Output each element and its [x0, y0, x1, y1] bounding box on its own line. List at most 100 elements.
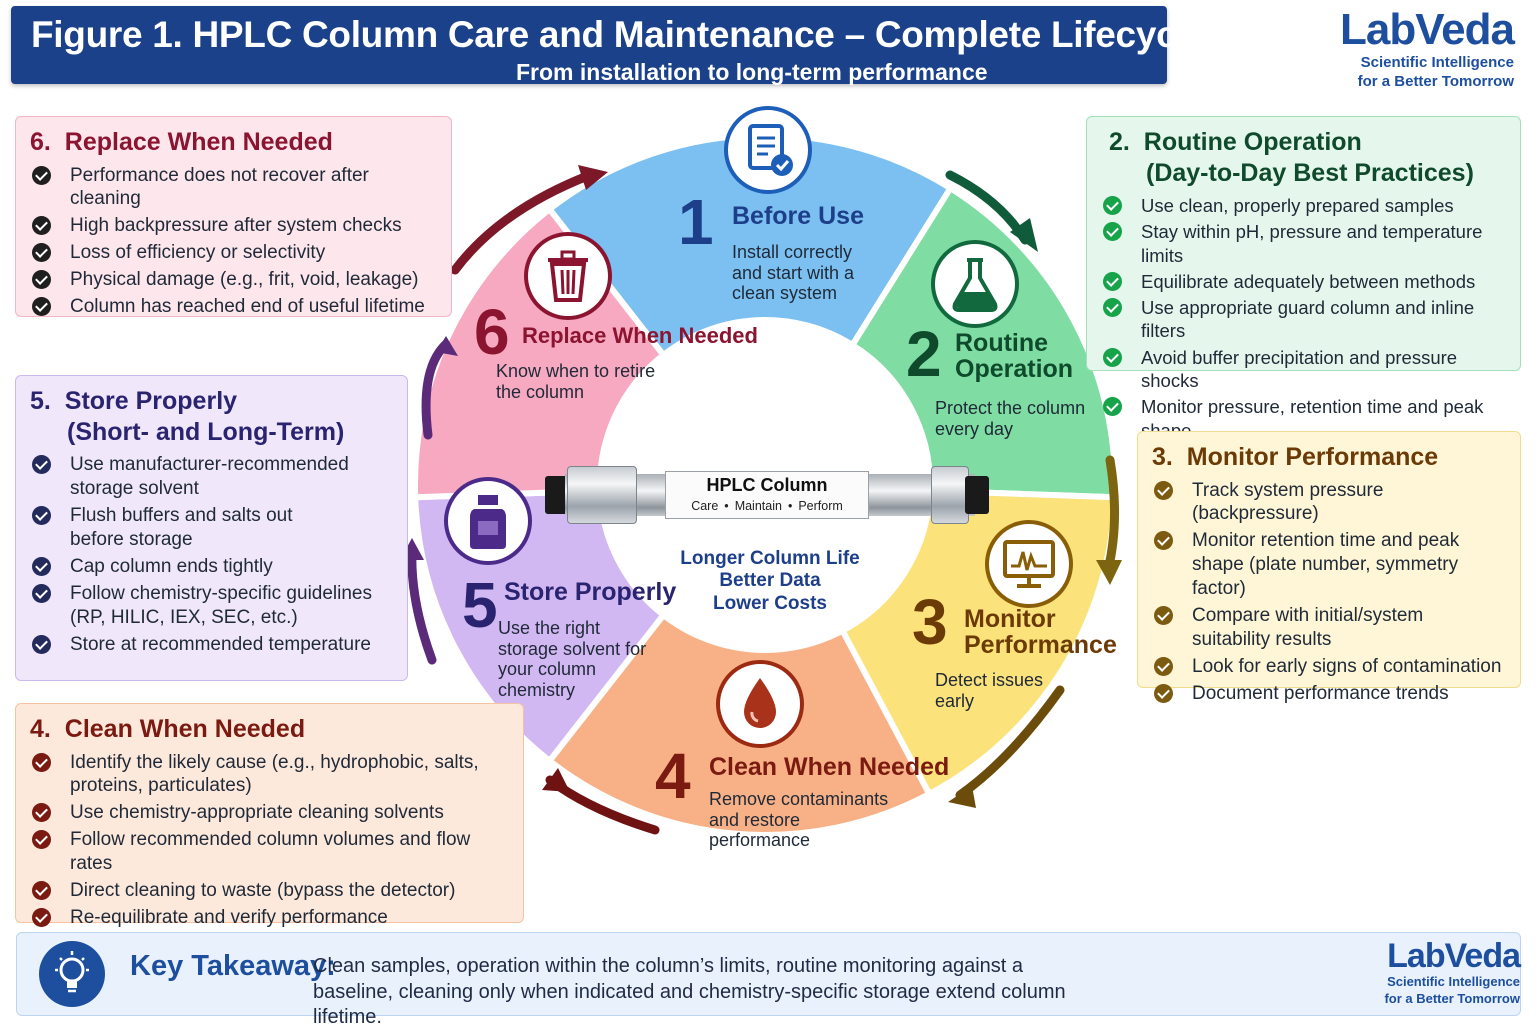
check-icon: [32, 908, 51, 928]
replace-box: 6. Replace When Needed Performance does …: [15, 116, 452, 317]
check-icon: [32, 803, 51, 823]
check-icon: [32, 243, 51, 263]
key-takeaway-label: Key Takeaway:: [130, 950, 336, 982]
list-item: Equilibrate adequately between methods: [1101, 270, 1506, 293]
stage-5-desc: Use the right storage solvent for your c…: [498, 618, 647, 701]
stage-3-desc: Detect issues early: [935, 670, 1044, 711]
list-item: Column has reached end of useful lifetim…: [30, 295, 437, 319]
check-icon: [1154, 480, 1173, 500]
list-item: Use chemistry-appropriate cleaning solve…: [30, 801, 509, 825]
routine-list: Use clean, properly prepared samples Sta…: [1101, 194, 1506, 442]
stage-3-number: 3: [912, 586, 948, 658]
droplet-icon: [716, 660, 804, 748]
key-takeaway-text: Clean samples, operation within the colu…: [313, 955, 1066, 1024]
list-item: Use manufacturer-recommended storage sol…: [30, 453, 350, 501]
check-icon: [1154, 606, 1173, 626]
replace-list: Performance does not recover after clean…: [30, 164, 437, 320]
column-cap-right: [965, 476, 989, 514]
monitor-list: Track system pressure (backpressure) Mon…: [1152, 479, 1506, 706]
stage-6-number: 6: [474, 296, 510, 368]
check-icon: [32, 830, 51, 850]
stage-3-name: Monitor Performance: [964, 605, 1117, 660]
list-item: Look for early signs of contamination: [1152, 655, 1506, 679]
list-item: Follow chemistry-specific guidelines (RP…: [30, 582, 375, 630]
trash-icon: [524, 232, 612, 320]
check-icon: [32, 556, 51, 576]
list-item: Document performance trends: [1152, 682, 1506, 706]
benefits-list: Longer Column Life Better Data Lower Cos…: [660, 548, 880, 615]
arrow-5-to-6: [407, 545, 437, 665]
list-item: Direct cleaning to waste (bypass the det…: [30, 879, 509, 903]
store-box: 5. Store Properly(Short- and Long-Term) …: [15, 375, 408, 681]
monitor-box-title: 3. Monitor Performance: [1152, 443, 1439, 471]
check-icon: [32, 297, 51, 317]
brand-tagline-1: Scientific Intelligence: [1360, 54, 1514, 71]
benefit-item: Lower Costs: [712, 592, 828, 614]
flask-icon: [931, 240, 1019, 328]
arrow-6-to-5b: [421, 340, 450, 440]
benefit-item: Longer Column Life: [680, 548, 860, 569]
column-label: HPLC Column Care•Maintain•Perform: [665, 471, 869, 519]
lightbulb-icon: [39, 941, 105, 1007]
list-item: Re-equilibrate and verify performance: [30, 906, 509, 930]
brand-name: LabVeda: [1340, 5, 1515, 54]
check-icon: [32, 881, 51, 901]
check-icon: [1154, 684, 1173, 703]
brand-tagline-1: Scientific Intelligence: [1387, 974, 1520, 989]
hplc-column: HPLC Column Care•Maintain•Perform: [545, 466, 992, 526]
list-item: Flush buffers and salts out before stora…: [30, 504, 300, 552]
clean-list: Identify the likely cause (e.g., hydroph…: [30, 751, 509, 931]
arrow-2-to-3: [1103, 455, 1120, 575]
list-item: Compare with initial/system suitability …: [1152, 604, 1506, 652]
brand-name: LabVeda: [1387, 937, 1521, 975]
check-icon: [32, 583, 51, 603]
clean-box-title: 4. Clean When Needed: [30, 715, 306, 743]
store-box-title: 5. Store Properly(Short- and Long-Term): [30, 387, 345, 446]
brand-tagline-2: for a Better Tomorrow: [1357, 73, 1514, 91]
stage-2-name: Routine Operation: [955, 329, 1074, 384]
check-icon: [1154, 531, 1173, 551]
check-icon: [1154, 657, 1173, 677]
check-icon: [32, 505, 51, 525]
stage-4-name: Clean When Needed: [709, 753, 950, 781]
check-icon: [1103, 222, 1122, 242]
check-icon: [1103, 397, 1122, 417]
check-icon: [32, 634, 51, 654]
column-fitting-right: [931, 466, 969, 524]
bottle-icon: [444, 477, 532, 565]
list-item: Monitor retention time and peak shape (p…: [1152, 529, 1506, 601]
list-item: Use clean, properly prepared samples: [1101, 194, 1506, 217]
stage-2-desc: Protect the column every day: [935, 398, 1086, 439]
key-takeaway-banner: Key Takeaway: Clean samples, operation w…: [16, 932, 1521, 1024]
stage-2-number: 2: [906, 318, 942, 390]
arrow-4-to-5: [545, 775, 660, 835]
list-item: Performance does not recover after clean…: [30, 164, 437, 212]
benefit-item: Better Data: [719, 570, 821, 592]
stage-6-desc: Know when to retire the column: [496, 361, 656, 402]
list-item: High backpressure after system checks: [30, 214, 437, 238]
stage-1-name: Before Use: [732, 202, 864, 230]
figure-title: Figure 1. HPLC Column Care and Maintenan…: [31, 14, 1207, 55]
arrow-1-to-2: [945, 170, 1030, 245]
brand-tagline-2: for a Better Tomorrow: [1384, 990, 1520, 1006]
column-fitting-left: [567, 466, 637, 524]
stage-5-name: Store Properly: [504, 578, 677, 606]
title-bar: Figure 1. HPLC Column Care and Maintenan…: [11, 6, 1207, 85]
routine-box: 2. Routine Operation(Day-to-Day Best Pra…: [1086, 116, 1521, 441]
list-item: Identify the likely cause (e.g., hydroph…: [30, 751, 480, 799]
stage-1-desc: Install correctly and start with a clean…: [732, 242, 855, 304]
check-icon: [1103, 347, 1122, 367]
stage-6-name: Replace When Needed: [522, 323, 758, 348]
monitor-box: 3. Monitor Performance Track system pres…: [1137, 431, 1521, 704]
list-item: Track system pressure (backpressure): [1152, 479, 1506, 527]
list-item: Use appropriate guard column and inline …: [1101, 296, 1506, 343]
check-icon: [1103, 196, 1122, 215]
check-icon: [1103, 298, 1122, 318]
stage-4-number: 4: [655, 740, 691, 812]
list-item: Physical damage (e.g., frit, void, leaka…: [30, 268, 437, 292]
column-label-title: HPLC Column: [706, 475, 828, 495]
list-item: Store at recommended temperature: [30, 633, 393, 657]
list-item: Avoid buffer precipitation and pressure …: [1101, 346, 1506, 393]
check-icon: [32, 165, 51, 185]
clipboard-check-icon: [724, 106, 812, 194]
